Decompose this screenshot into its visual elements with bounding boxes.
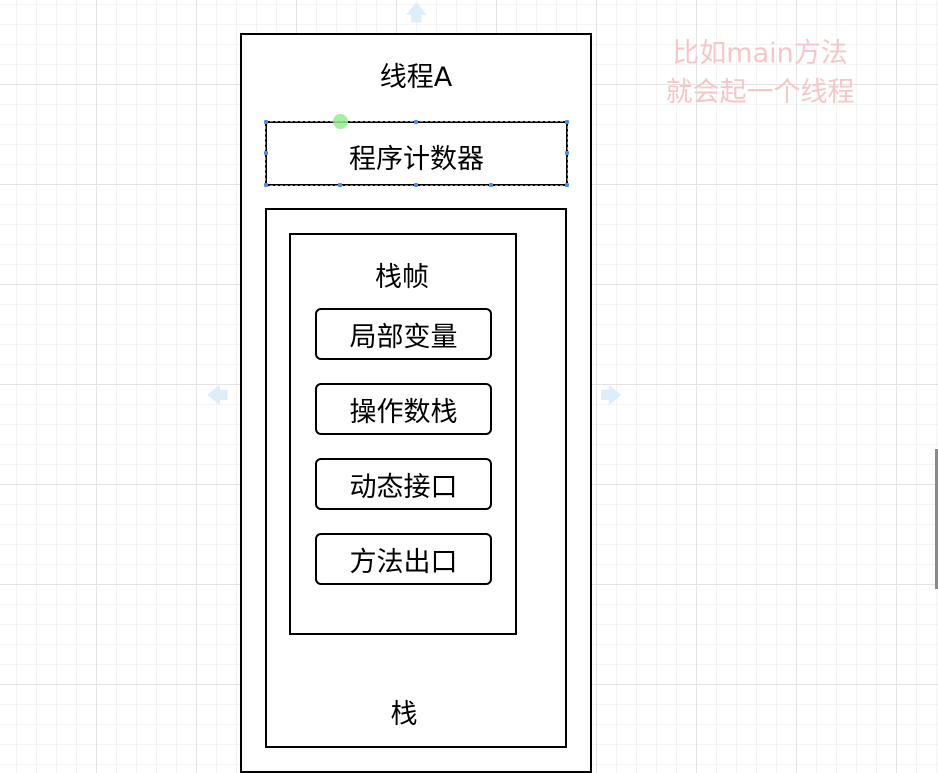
stack-frame-title: 栈帧 (375, 262, 429, 293)
annotation-line-1: 比如main方法 (672, 38, 848, 69)
dynamic-link-box[interactable]: 动态接口 (315, 458, 492, 510)
vertical-scrollbar[interactable] (935, 449, 938, 589)
resize-handle[interactable] (565, 120, 569, 124)
resize-handle[interactable] (565, 151, 569, 155)
operand-stack-box[interactable]: 操作数栈 (315, 383, 492, 435)
method-exit-box[interactable]: 方法出口 (315, 533, 492, 585)
local-variables-box[interactable]: 局部变量 (315, 308, 492, 360)
arrow-left-icon[interactable]: 🡄 (206, 384, 229, 409)
resize-handle[interactable] (264, 120, 268, 124)
arrow-up-icon[interactable]: 🡅 (405, 1, 428, 26)
resize-handle[interactable] (565, 183, 569, 187)
thread-title: 线程A (379, 62, 453, 93)
resize-handle[interactable] (489, 183, 493, 187)
program-counter-box[interactable]: 程序计数器 (265, 121, 568, 186)
resize-handle[interactable] (414, 120, 418, 124)
resize-handle[interactable] (338, 183, 342, 187)
annotation-line-2: 就会起一个线程 (665, 77, 855, 108)
resize-handle[interactable] (264, 151, 268, 155)
arrow-right-icon[interactable]: 🡆 (600, 384, 623, 409)
annotation-text[interactable]: 比如main方法 就会起一个线程 (638, 34, 882, 112)
connection-point-icon[interactable] (333, 114, 348, 129)
program-counter-label: 程序计数器 (349, 144, 484, 175)
resize-handle[interactable] (264, 183, 268, 187)
stack-label: 栈 (390, 699, 418, 730)
resize-handle[interactable] (414, 183, 418, 187)
